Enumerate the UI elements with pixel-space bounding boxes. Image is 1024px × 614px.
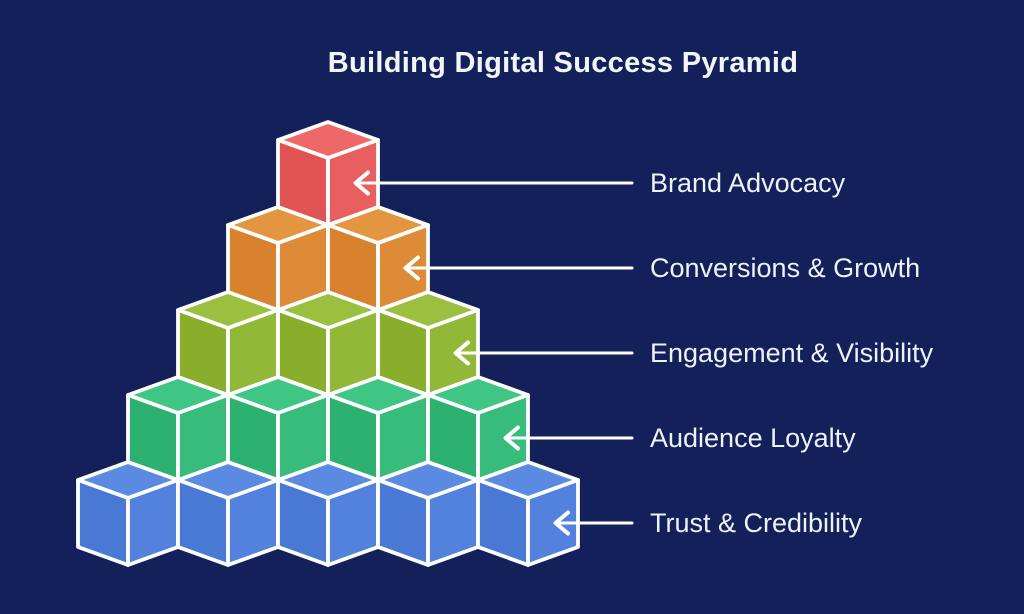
- level-label-trust-credibility: Trust & Credibility: [650, 508, 863, 538]
- pyramid-cube: [176, 460, 280, 567]
- pyramid-cube: [276, 460, 380, 567]
- pyramid-row-2: [226, 205, 430, 312]
- cube-right-face: [326, 138, 380, 227]
- pyramid-cube: [476, 460, 580, 567]
- pyramid-cube: [176, 290, 280, 397]
- cube-right-face: [476, 393, 530, 482]
- level-label-brand-advocacy: Brand Advocacy: [650, 168, 846, 198]
- pyramid-cube: [76, 460, 180, 567]
- connector-arrow: [553, 510, 634, 536]
- pyramid-cube: [276, 120, 380, 227]
- pyramid-cube: [226, 205, 330, 312]
- connector-arrow: [503, 425, 634, 451]
- pyramid-cube: [426, 375, 530, 482]
- pyramid-row-1: [276, 120, 380, 227]
- pyramid-cube: [126, 375, 230, 482]
- pyramid-cube: [326, 375, 430, 482]
- left-arrowhead-icon: [553, 510, 570, 536]
- cube-right-face: [426, 308, 480, 397]
- left-arrowhead-icon: [453, 340, 470, 366]
- left-arrowhead-icon: [353, 170, 370, 196]
- level-label-audience-loyalty: Audience Loyalty: [650, 423, 856, 453]
- connector-arrow: [453, 340, 634, 366]
- pyramid-row-5: [76, 460, 580, 567]
- connector-arrow: [353, 170, 634, 196]
- pyramid-cube: [376, 290, 480, 397]
- pyramid-cube: [226, 375, 330, 482]
- left-arrowhead-icon: [503, 425, 520, 451]
- level-label-conversions-growth: Conversions & Growth: [650, 253, 921, 283]
- cube-right-face: [376, 223, 430, 312]
- cube-right-face: [526, 478, 580, 567]
- level-label-engagement-visibility: Engagement & Visibility: [650, 338, 934, 368]
- pyramid-cube: [326, 205, 430, 312]
- connector-arrow: [403, 255, 634, 281]
- pyramid-cube: [376, 460, 480, 567]
- left-arrowhead-icon: [403, 255, 420, 281]
- page-title: Building Digital Success Pyramid: [327, 47, 799, 79]
- pyramid-cube: [276, 290, 380, 397]
- pyramid-row-4: [126, 375, 530, 482]
- pyramid-row-3: [176, 290, 480, 397]
